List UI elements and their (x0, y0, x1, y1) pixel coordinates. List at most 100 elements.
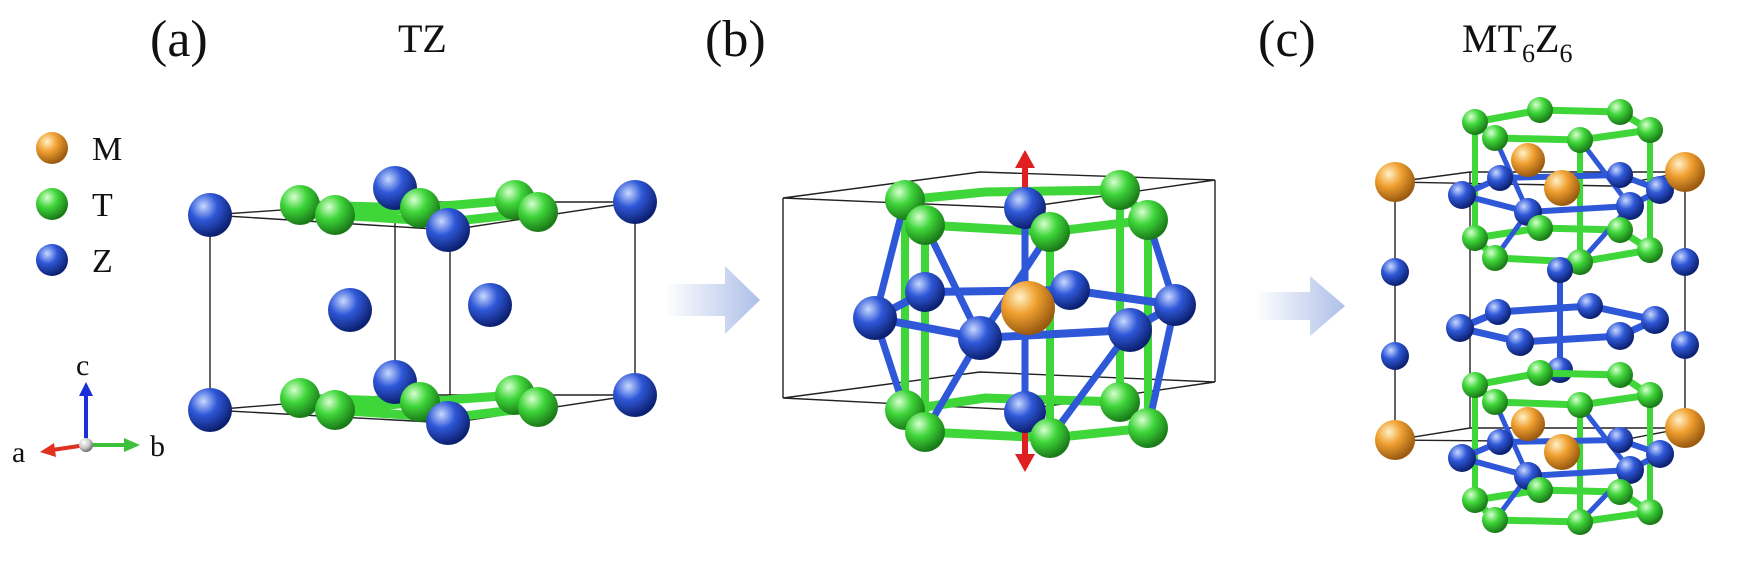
panel-a-t-atom (518, 387, 558, 427)
panel-c-z-atom (1616, 456, 1644, 484)
panel-a-t-atom (315, 390, 355, 430)
panel-c-label: (c) (1258, 11, 1316, 68)
panel-b-cage (782, 150, 1216, 472)
panel-a-t-atom (280, 185, 320, 225)
transition-arrow-icon (665, 266, 760, 334)
panel-b-z-atom (1050, 270, 1090, 310)
panel-c-z-atom (1671, 331, 1699, 359)
panel-c-t-atom (1637, 117, 1663, 143)
panel-c-t-atom (1527, 360, 1553, 386)
panel-c-title-mid: Z (1535, 16, 1559, 61)
panel-b-z-atom (1004, 391, 1046, 433)
panel-c-z-atom (1448, 444, 1476, 472)
panel-b-t-atom (1128, 200, 1168, 240)
axis-triad: c b a (12, 349, 165, 469)
panel-b-z-atom (1108, 308, 1152, 352)
panel-c-z-atom (1448, 181, 1476, 209)
panel-a-z-atom (426, 401, 470, 445)
panel-c-m-atom (1375, 420, 1415, 460)
panel-c-title: MT6Z6 (1462, 16, 1572, 68)
panel-c-t-atom (1482, 507, 1508, 533)
panel-a-z-atom (468, 283, 512, 327)
panel-b-t-atom (1030, 418, 1070, 458)
panel-c-t-atom (1527, 477, 1553, 503)
panel-b-displacement-up-head-icon (1015, 150, 1035, 168)
panel-c-z-atom (1616, 192, 1644, 220)
legend-t-label: T (92, 187, 113, 224)
panel-c-m-atom (1544, 170, 1580, 206)
panel-c-t-atom (1637, 382, 1663, 408)
panel-c-t-atom (1527, 215, 1553, 241)
panel-a-z-atom (613, 373, 657, 417)
panel-a-t-atom (518, 192, 558, 232)
panel-c-z-atom (1547, 257, 1573, 283)
panel-b-z-bond (1046, 326, 1134, 442)
panel-c-z-atom (1487, 429, 1513, 455)
panel-a-t-atom (315, 195, 355, 235)
panel-b-z-atom (853, 296, 897, 340)
panel-c-z-atom (1607, 162, 1633, 188)
panel-c-m-atom (1544, 434, 1580, 470)
panel-c-t-atom (1607, 217, 1633, 243)
panel-c-t-atom (1637, 237, 1663, 263)
panel-b-z-atom (958, 316, 1002, 360)
panel-b-m-atom (1001, 281, 1055, 335)
panel-c-z-atom (1606, 322, 1634, 350)
axis-b-label: b (150, 430, 165, 463)
panel-b-t-atom (905, 412, 945, 452)
panel-c-z-atom (1446, 314, 1474, 342)
panel-c-z-atom (1641, 306, 1669, 334)
panel-b-t-atom (1128, 408, 1168, 448)
panel-c-z-atom (1487, 165, 1513, 191)
panel-c-z-atom (1485, 299, 1511, 325)
panel-c-t-atom (1567, 249, 1593, 275)
panel-c-t-atom (1462, 109, 1488, 135)
panel-c-t-atom (1567, 392, 1593, 418)
panel-c-z-atom (1381, 342, 1409, 370)
axis-c-arrowhead-icon (79, 382, 93, 396)
panel-c-m-atom (1665, 152, 1705, 192)
panel-a-z-atom (426, 208, 470, 252)
panel-a-z-atom (188, 193, 232, 237)
panel-c-t-atom (1567, 509, 1593, 535)
legend-z-label: Z (92, 243, 113, 280)
panel-c-m-atom (1375, 162, 1415, 202)
transition-arrow-icon (1255, 276, 1345, 336)
axis-a-label: a (12, 436, 25, 469)
panel-a-unit-cell (188, 166, 657, 445)
axis-a-arrowhead-icon (40, 443, 56, 457)
panel-a-z-atom (328, 288, 372, 332)
panel-a-label: (a) (150, 11, 208, 68)
panel-b-t-atom (1100, 382, 1140, 422)
panel-b-displacement-down-head-icon (1015, 454, 1035, 472)
panel-c-z-atom (1671, 248, 1699, 276)
panel-a-t-atom (280, 378, 320, 418)
legend-m-label: M (92, 131, 122, 168)
panel-c-z-atom (1646, 440, 1674, 468)
legend-m-atom-icon (36, 132, 68, 164)
panel-c-t-atom (1482, 389, 1508, 415)
panel-c-t-atom (1607, 99, 1633, 125)
legend: M T Z (36, 131, 122, 280)
panel-c-t-atom (1637, 499, 1663, 525)
panel-c-m-atom (1511, 407, 1545, 441)
panel-b-z-atom (1154, 284, 1196, 326)
panel-b-t-atom (1100, 170, 1140, 210)
panel-b-z-atom (905, 272, 945, 312)
panel-b-t-atom (1030, 212, 1070, 252)
panel-c-z-atom (1506, 328, 1534, 356)
panel-c-t-atom (1607, 479, 1633, 505)
panel-c-z-atom (1646, 176, 1674, 204)
panel-c-z-atom (1381, 258, 1409, 286)
panel-c-t-atom (1527, 97, 1553, 123)
axis-origin-icon (79, 438, 93, 452)
panel-c-z-atom (1577, 293, 1603, 319)
axis-c-label: c (76, 349, 89, 382)
panel-c-m-atom (1665, 408, 1705, 448)
panel-c-t-atom (1462, 487, 1488, 513)
panel-c-t-atom (1462, 225, 1488, 251)
panel-a-z-atom (188, 388, 232, 432)
panel-c-t-atom (1482, 245, 1508, 271)
legend-z-atom-icon (36, 244, 68, 276)
